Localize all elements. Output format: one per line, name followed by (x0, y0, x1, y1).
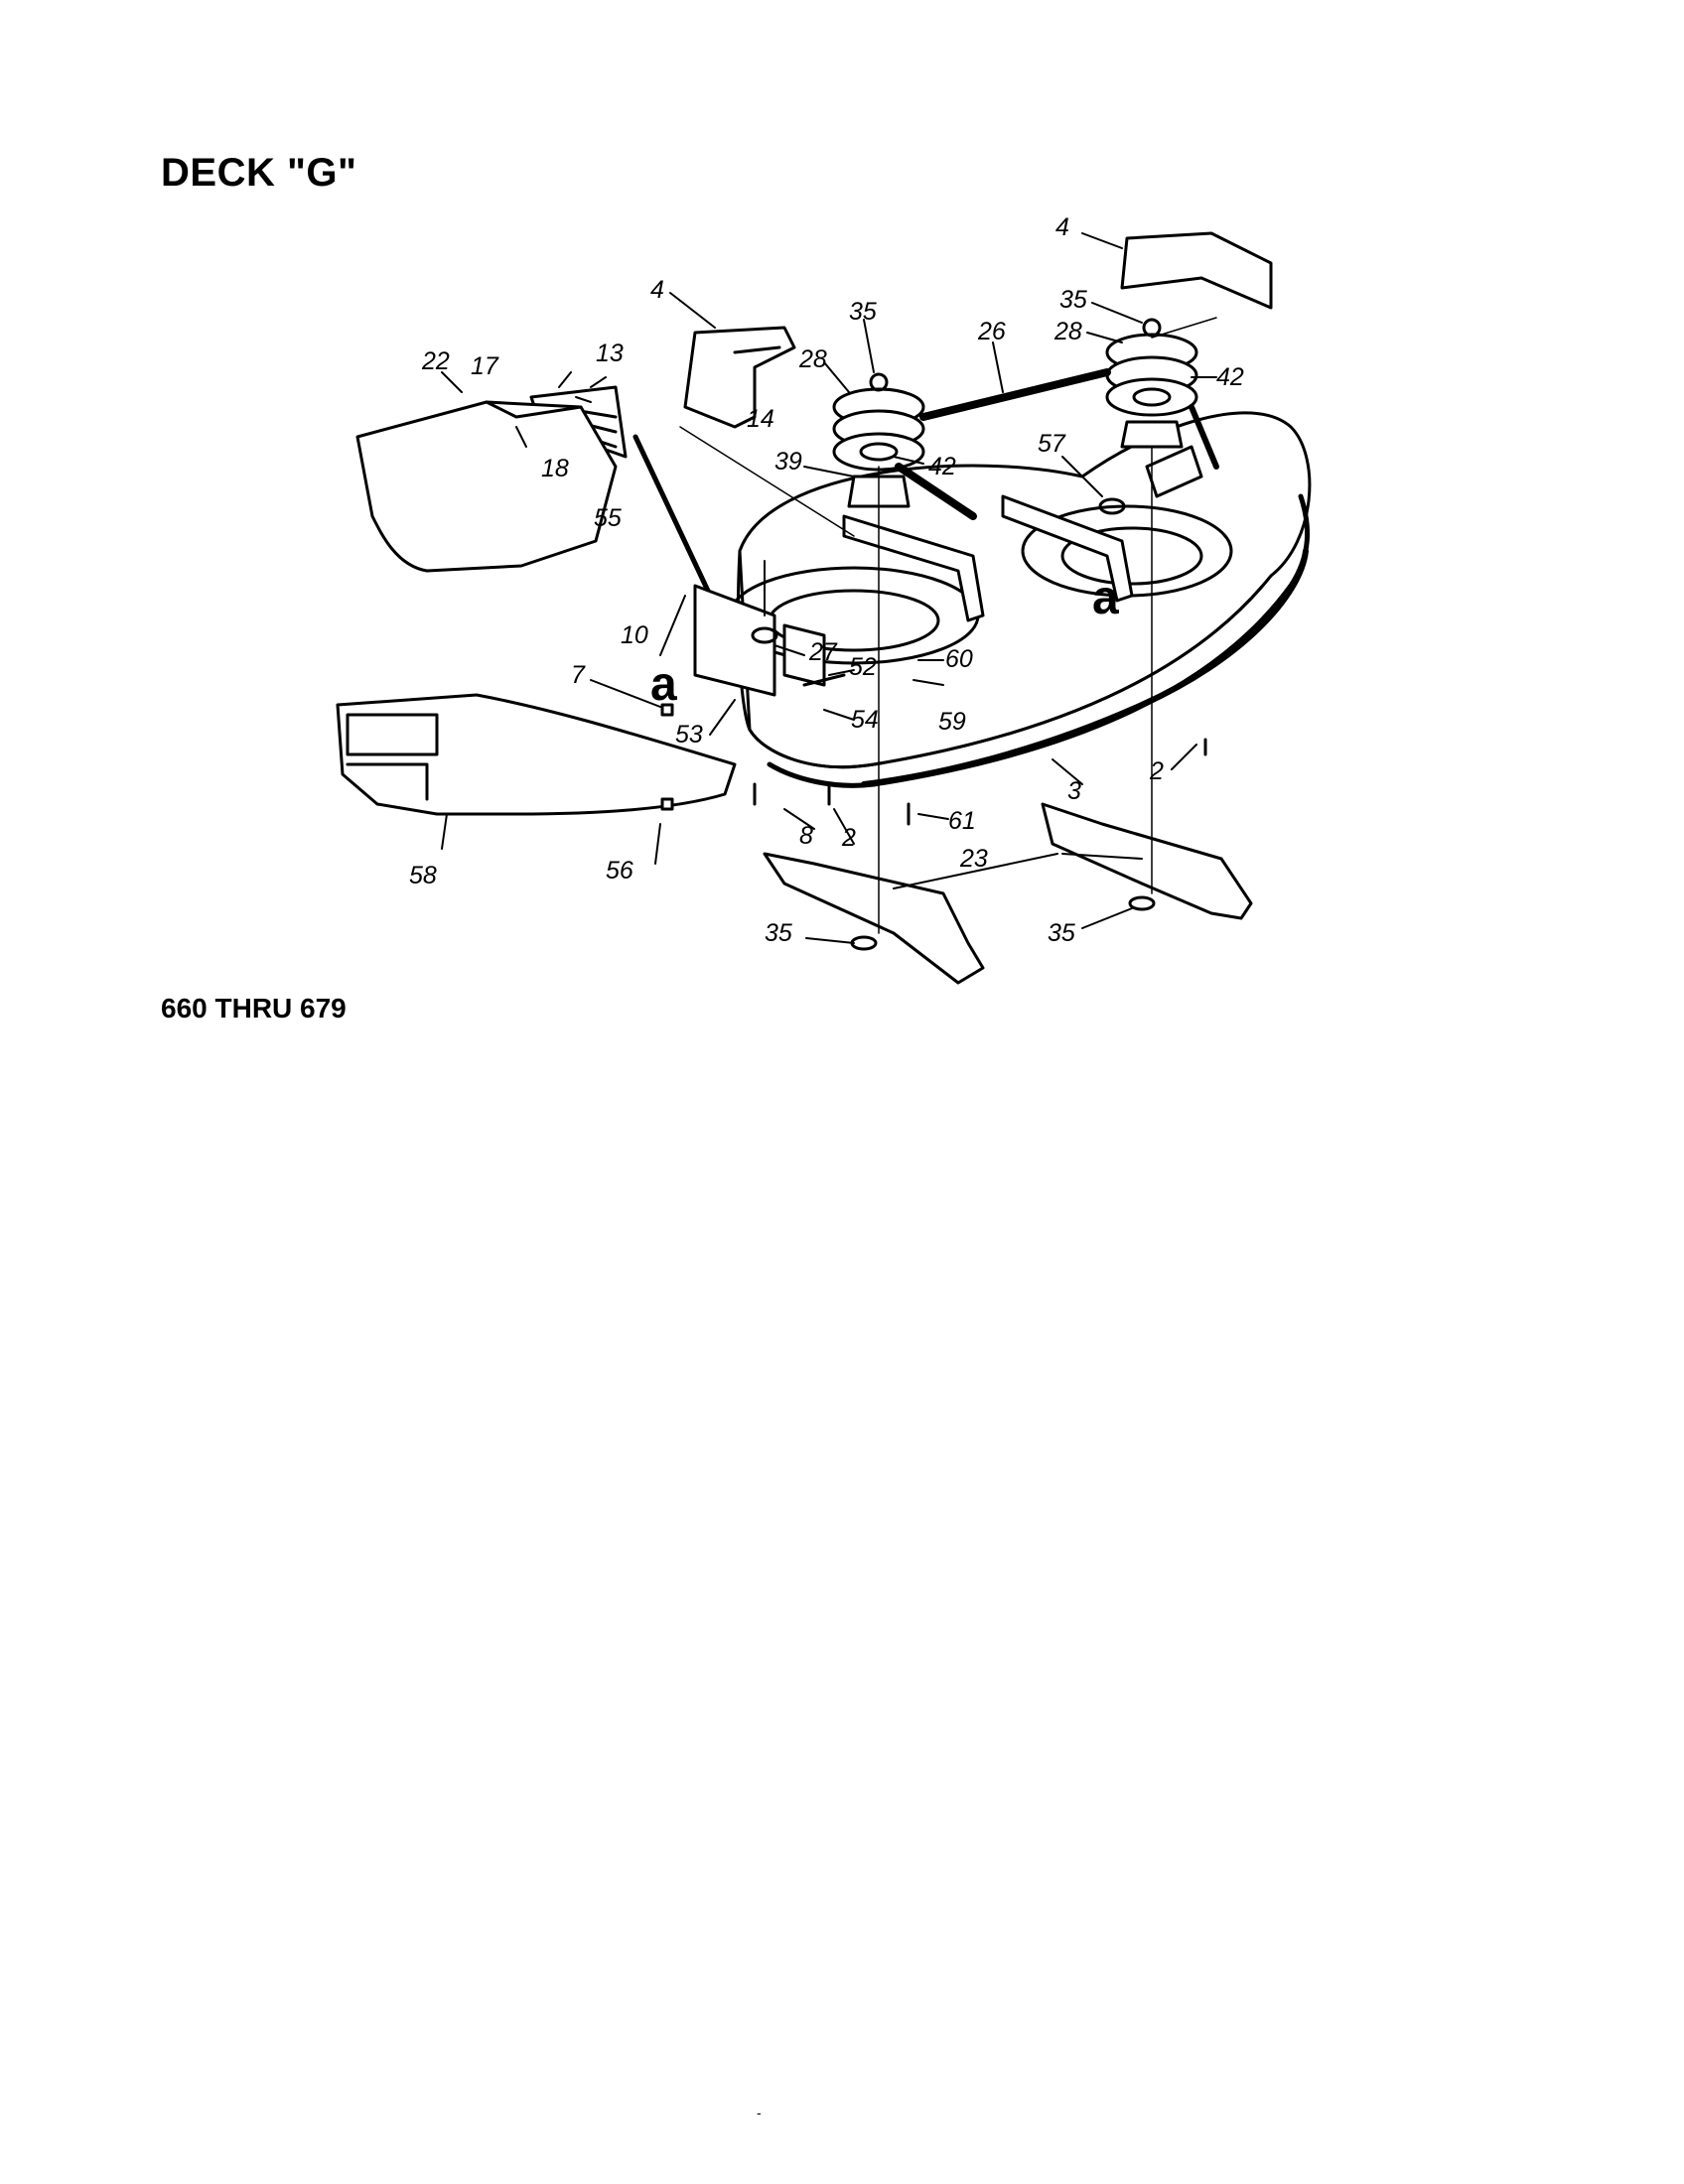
page-title: DECK "G" (161, 151, 357, 195)
pulley-left (832, 372, 925, 508)
hardware (660, 497, 1207, 951)
callout-4-right: 4 (1055, 213, 1069, 241)
callout-27: 27 (808, 638, 838, 666)
blades (763, 802, 1253, 985)
callout-35-left: 35 (849, 298, 877, 326)
callout-57: 57 (1038, 430, 1066, 458)
model-range-label: 660 THRU 679 (161, 993, 347, 1024)
callout-3: 3 (1067, 777, 1081, 805)
belt-guard-right (1120, 231, 1273, 310)
callout-60: 60 (945, 645, 973, 673)
callout-55: 55 (594, 504, 622, 532)
alignment-lines (679, 317, 1217, 934)
callout-39: 39 (774, 448, 802, 476)
callout-10: 10 (621, 621, 648, 649)
callout-7: 7 (571, 661, 586, 689)
callout-8: 8 (799, 822, 813, 850)
callout-17: 17 (471, 352, 499, 380)
callout-61: 61 (948, 807, 976, 835)
callout-42-left: 42 (928, 453, 956, 480)
ref-mark-a-1: a (650, 658, 677, 711)
callout-13: 13 (596, 340, 624, 367)
callout-14: 14 (747, 405, 774, 433)
callout-4-left: 4 (650, 276, 664, 304)
callout-59: 59 (938, 708, 966, 736)
belt-guard-left (683, 326, 796, 429)
drive-belt (895, 368, 1219, 520)
callout-28-left: 28 (798, 345, 827, 373)
callout-28-right: 28 (1053, 318, 1082, 345)
page-footer-mark: - (757, 2105, 762, 2120)
callout-54: 54 (851, 706, 879, 734)
callout-58: 58 (409, 862, 437, 889)
callout-42-right: 42 (1216, 363, 1244, 391)
callout-35-bottom-right: 35 (1048, 919, 1075, 947)
callout-35-bottom-left: 35 (765, 919, 792, 947)
ref-mark-a-2: a (1092, 572, 1119, 624)
callout-2-left: 2 (841, 824, 856, 852)
discharge-chute (355, 400, 618, 573)
leader-lines (441, 232, 1217, 944)
callout-22: 22 (421, 347, 450, 375)
callout-53: 53 (675, 721, 703, 749)
callout-18: 18 (541, 455, 569, 482)
callout-23: 23 (959, 845, 988, 873)
rear-bumper (336, 693, 737, 816)
callout-26: 26 (977, 318, 1006, 345)
callout-35-right: 35 (1059, 286, 1087, 314)
callout-2-right: 2 (1149, 757, 1164, 785)
callout-52: 52 (849, 653, 877, 681)
pulley-right (1105, 318, 1198, 449)
callout-56: 56 (606, 857, 633, 885)
